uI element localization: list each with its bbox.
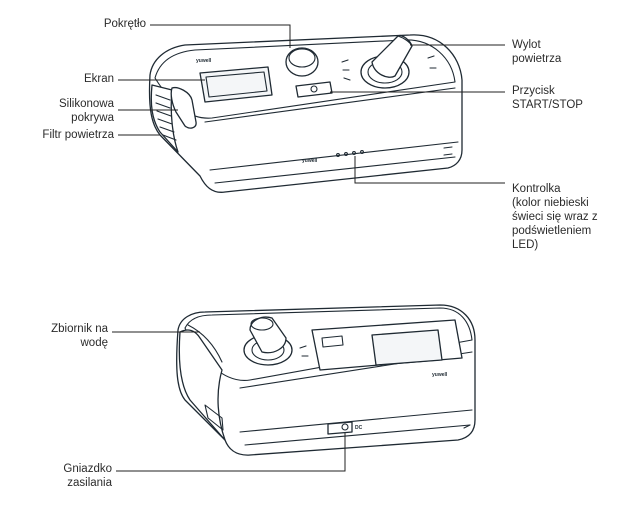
rear-brand-logo: yuwell <box>432 372 448 378</box>
leader-lines-top <box>118 24 505 184</box>
front-side-mark-2 <box>443 153 453 156</box>
label-silicone-cover: Silikonowa pokrywa <box>59 98 114 124</box>
front-side-mark-1 <box>443 146 453 149</box>
front-band-lower <box>209 141 459 171</box>
air-filter-grille <box>155 94 177 141</box>
front-bottom-edge <box>214 156 456 184</box>
rear-power-socket <box>327 421 353 435</box>
outlet-marks <box>341 55 437 81</box>
water-tank-window <box>204 404 224 431</box>
power-symbol-icon <box>310 85 318 93</box>
rear-marks <box>299 345 309 357</box>
rear-side-mark-1 <box>463 424 471 429</box>
water-tank <box>178 329 226 441</box>
air-filter-panel <box>150 84 179 153</box>
front-knob <box>285 47 319 77</box>
rear-band-lower <box>239 409 473 433</box>
rear-air-connector-rim <box>250 317 274 331</box>
water-tank-edge <box>187 324 223 363</box>
front-start-stop-button <box>295 81 333 98</box>
label-air-filter: Filtr powietrza <box>42 129 114 141</box>
silicone-cover <box>170 86 197 129</box>
power-socket-icon <box>341 423 349 431</box>
device-rear-view: yuwell DC <box>176 304 476 456</box>
label-indicator: Kontrolka (kolor niebieski świeci się wr… <box>512 183 598 251</box>
label-start-stop: Przycisk START/STOP <box>512 85 583 111</box>
label-screen: Ekran <box>83 73 114 85</box>
rear-button-slot <box>321 335 344 348</box>
label-air-outlet: Wylot powietrza <box>512 39 562 65</box>
label-power-socket: Gniazdko zasilania <box>63 463 112 489</box>
front-brand-logo-top: yuwell <box>196 58 212 64</box>
leader-indicator <box>354 156 505 184</box>
rear-bottom-edge <box>244 424 471 446</box>
leader-knob <box>150 24 291 48</box>
device-front-view: yuwell yuwell <box>148 34 463 193</box>
front-band <box>204 87 456 123</box>
indicator-lights <box>336 150 364 157</box>
rear-air-connector-tube <box>249 316 287 354</box>
rear-screen <box>371 329 443 366</box>
label-knob: Pokrętło <box>103 18 146 30</box>
front-knob-top <box>288 48 316 68</box>
front-brand-logo-bottom: yuwell <box>302 158 318 164</box>
label-water-tank: Zbiornik na wodę <box>51 323 108 349</box>
rear-socket-marking: DC <box>355 425 363 431</box>
leader-lines-bottom <box>112 331 346 472</box>
leader-power-socket <box>116 433 346 472</box>
front-screen-inner <box>205 71 268 98</box>
